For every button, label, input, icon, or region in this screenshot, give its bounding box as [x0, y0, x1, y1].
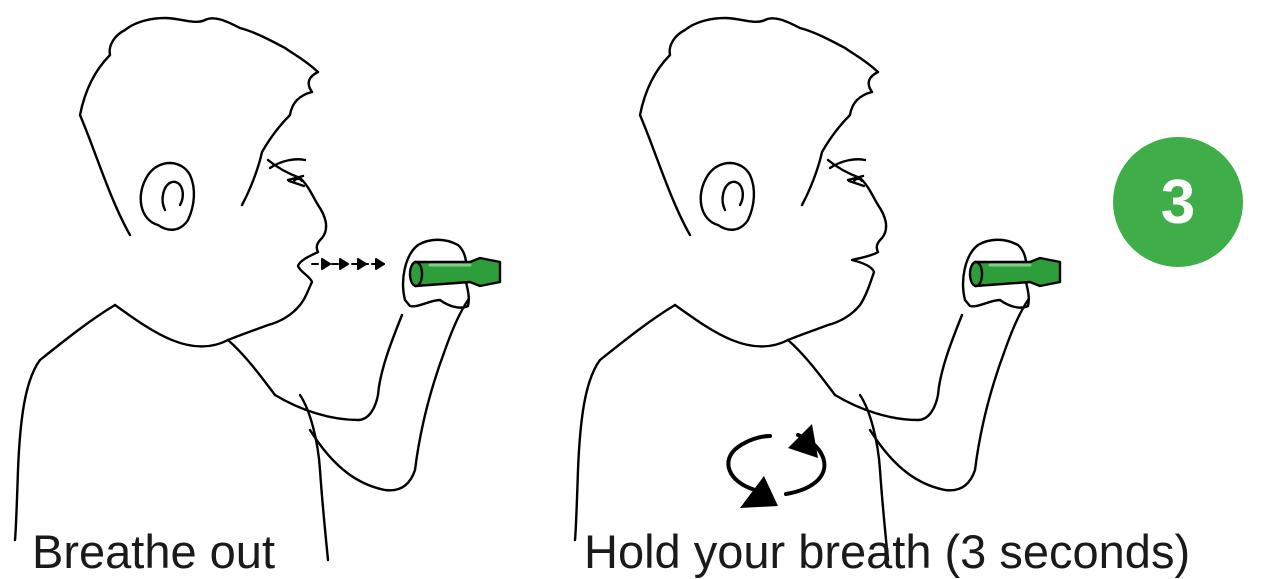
person-illustration: [560, 0, 1270, 579]
forearm: [310, 300, 468, 490]
forearm: [870, 300, 1028, 490]
inhaler-icon: [410, 258, 500, 286]
hold-breath-cycle-icon: [728, 424, 824, 508]
torso: [300, 395, 328, 560]
breathe-out-arrows-icon: [312, 259, 384, 269]
step-breathe-out: Breathe out: [0, 0, 560, 579]
caption-hold-breath: Hold your breath (3 seconds): [584, 528, 1190, 575]
face-profile: [228, 160, 326, 340]
ear: [701, 163, 754, 230]
person-illustration: [0, 0, 560, 579]
upper-arm: [275, 315, 402, 420]
step-number-badge: 3: [1113, 137, 1243, 267]
neck: [575, 305, 675, 540]
hair: [640, 18, 878, 235]
collar: [115, 305, 275, 395]
eye: [848, 176, 864, 186]
collar: [675, 305, 835, 395]
neck: [15, 305, 115, 540]
eye: [288, 176, 304, 186]
step-hold-breath: 3 Hold your breath (3 seconds): [560, 0, 1270, 579]
hair: [80, 18, 318, 235]
face-profile: [788, 160, 886, 340]
caption-breathe-out: Breathe out: [32, 528, 275, 575]
inhaler-icon: [970, 258, 1060, 286]
upper-arm: [835, 315, 962, 420]
ear: [141, 163, 194, 230]
